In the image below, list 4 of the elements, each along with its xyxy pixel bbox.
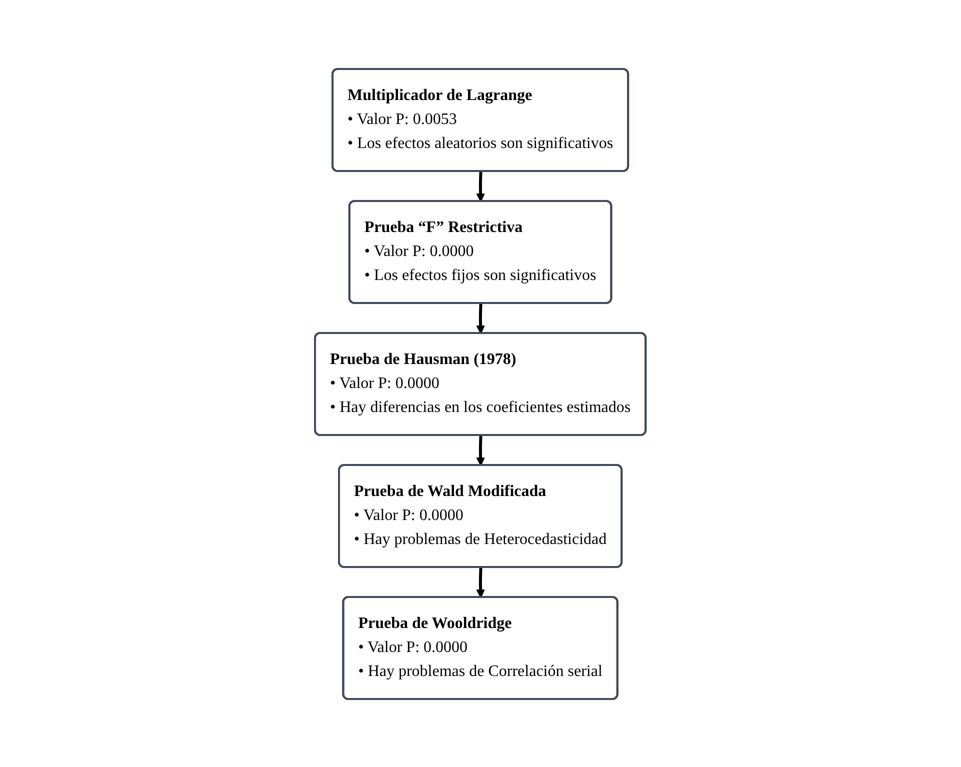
arrow bbox=[476, 170, 486, 202]
arrow bbox=[476, 434, 486, 466]
arrow bbox=[476, 566, 486, 598]
arrow bbox=[476, 302, 486, 334]
